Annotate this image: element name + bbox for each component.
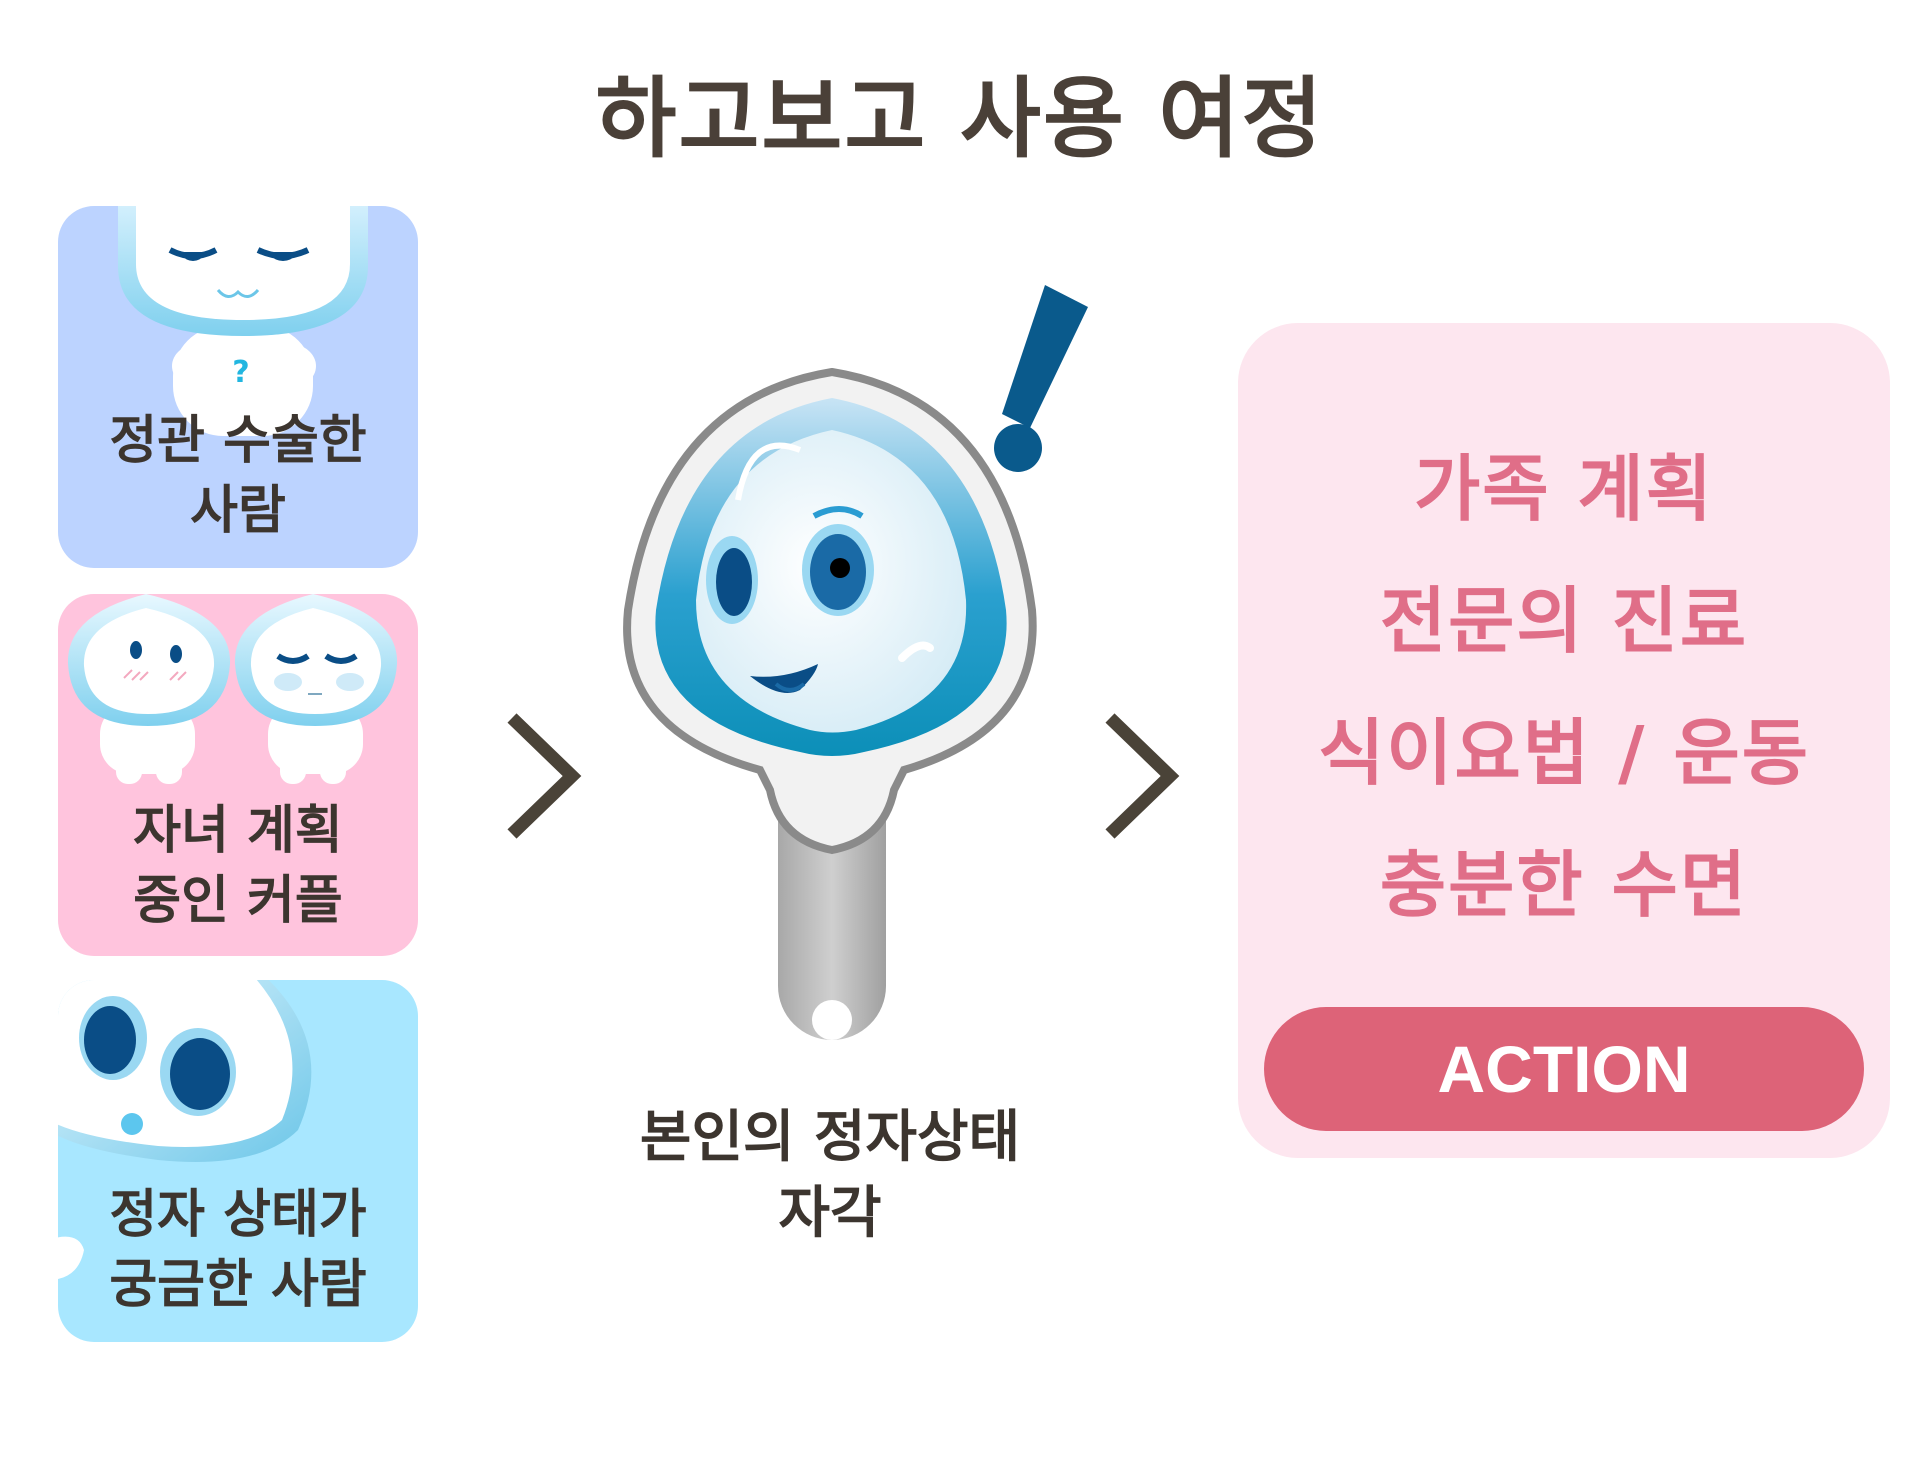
persona-card-couple: 자녀 계획 중인 커플 [58, 594, 418, 956]
persona-card-vasectomy: ? 정관 수술한 사람 [58, 206, 418, 568]
action-list: 가족 계획 전문의 진료 식이요법 / 운동 충분한 수면 [1238, 423, 1890, 951]
chevron-right-icon [507, 713, 582, 839]
sleepy-mascot-with-question-mark-icon: ? [118, 206, 368, 436]
persona-label-line2: 사람 [190, 481, 286, 541]
persona-card-curious: 정자 상태가 궁금한 사람 [58, 980, 418, 1342]
center-label-line2: 자각 [778, 1181, 882, 1246]
exclamation-mark-icon [994, 285, 1088, 472]
action-item: 충분한 수면 [1379, 843, 1749, 927]
svg-text:?: ? [232, 355, 249, 390]
couple-mascots-icon [67, 594, 398, 784]
persona-label-line1: 자녀 계획 [133, 801, 343, 861]
action-panel: 가족 계획 전문의 진료 식이요법 / 운동 충분한 수면 ACTION [1238, 323, 1890, 1158]
action-item: 식이요법 / 운동 [1318, 711, 1810, 795]
action-item: 전문의 진료 [1379, 579, 1749, 663]
center-label: 본인의 정자상태 자각 [560, 1100, 1100, 1252]
action-button[interactable]: ACTION [1264, 1007, 1864, 1131]
persona-label-line2: 중인 커플 [133, 871, 343, 931]
action-item: 가족 계획 [1413, 447, 1715, 531]
peeking-mascot-icon [58, 980, 312, 1279]
mascot-in-hand-mirror-icon [623, 285, 1088, 1040]
persona-label-line1: 정관 수술한 [109, 411, 367, 471]
page-title: 하고보고 사용 여정 [595, 67, 1325, 170]
center-label-line1: 본인의 정자상태 [639, 1105, 1021, 1170]
chevron-right-icon [1105, 713, 1180, 839]
persona-label-line2: 궁금한 사람 [109, 1255, 367, 1315]
persona-label-line1: 정자 상태가 [109, 1185, 367, 1245]
